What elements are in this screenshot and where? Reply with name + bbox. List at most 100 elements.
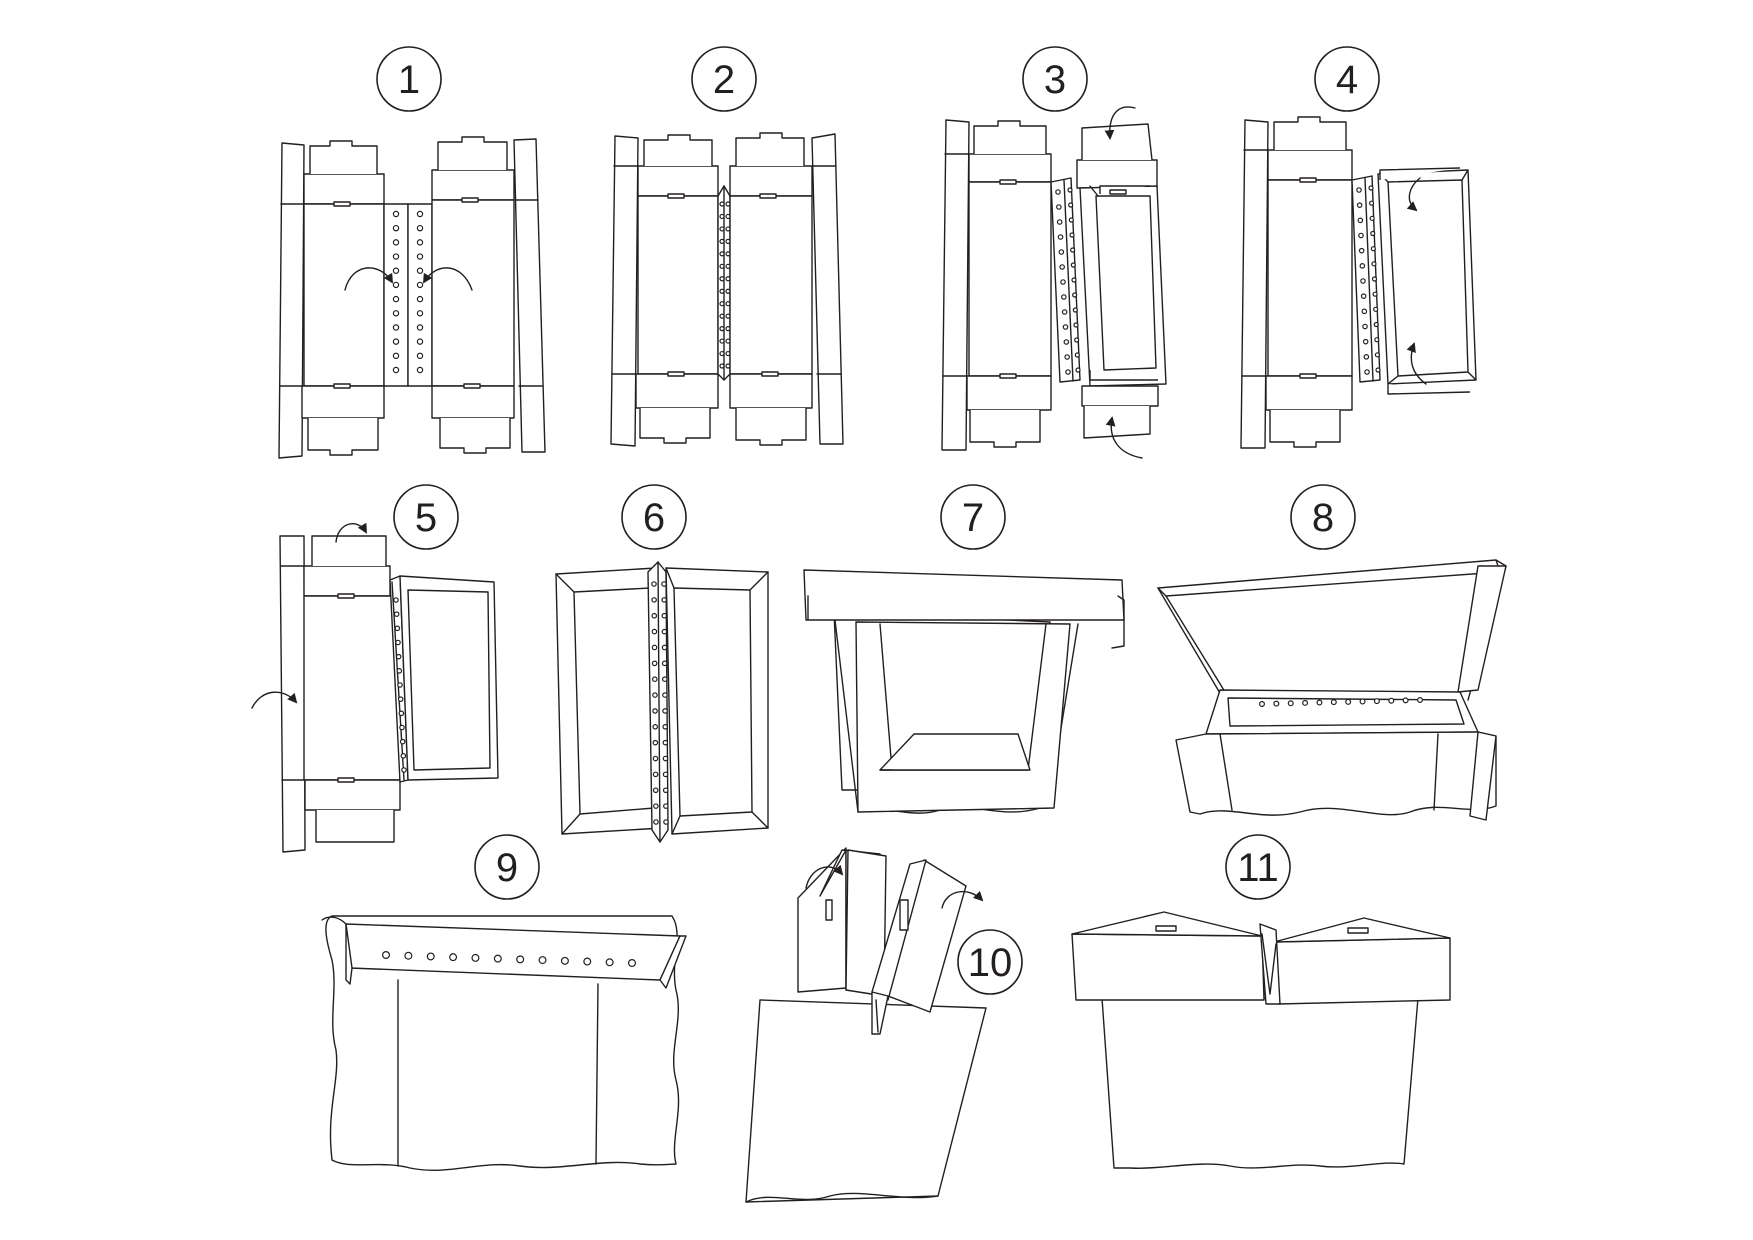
perforation-hole (396, 668, 403, 674)
perforation-hole (1356, 202, 1363, 208)
perforation-hole (652, 708, 658, 714)
perforation-hole (652, 692, 658, 698)
step-number: 10 (968, 941, 1013, 985)
step-badge-9: 9 (474, 834, 540, 900)
perforation-hole (719, 251, 725, 257)
perforation-hole (1374, 352, 1381, 358)
perforation-hole (662, 755, 669, 762)
perforation-hole (392, 352, 400, 360)
perforation-hole (1068, 217, 1074, 223)
step-badge-10: 10 (957, 929, 1023, 995)
perforation-hole (719, 276, 725, 282)
perforation-hole (1056, 204, 1062, 210)
step-3-illustration (941, 106, 1167, 459)
perforation-hole (493, 954, 502, 963)
perforation-hole (1067, 187, 1073, 193)
perforation-hole (1358, 232, 1364, 239)
step-number: 8 (1312, 496, 1334, 540)
perforation-hole (401, 767, 407, 773)
perforation-hole (1368, 200, 1375, 206)
perforation-hole (416, 352, 424, 360)
perforation-hole (416, 239, 424, 246)
perforation-hole (393, 611, 400, 617)
step-badge-circle (1314, 46, 1380, 112)
perforation-hole (725, 226, 731, 232)
perforation-hole (416, 324, 424, 331)
perforation-hole (1060, 279, 1066, 285)
perforation-hole (1370, 246, 1376, 252)
perforation-hole (1062, 324, 1069, 330)
perforation-hole (1345, 698, 1352, 705)
perforation-hole (719, 313, 725, 319)
perforation-hole (426, 952, 435, 961)
perforation-hole (1061, 309, 1068, 315)
perforation-hole (719, 350, 725, 357)
step-badge-circle (393, 484, 459, 550)
perforation-hole (1374, 337, 1380, 343)
perforation-hole (392, 366, 400, 374)
perforation-hole (394, 625, 401, 632)
perforation-hole (652, 755, 659, 762)
perforation-hole (1371, 276, 1378, 282)
perforation-hole (1359, 698, 1366, 705)
perforation-hole (395, 639, 401, 646)
perforation-hole (661, 612, 668, 619)
perforation-hole (392, 338, 400, 345)
step-number: 4 (1336, 58, 1358, 102)
perforation-hole (1370, 230, 1376, 237)
perforation-hole (399, 738, 406, 745)
step-badge-7: 7 (940, 484, 1006, 550)
perforation-hole (652, 723, 659, 730)
perforation-hole (725, 326, 731, 332)
perforation-hole (661, 628, 668, 635)
perforation-hole (1368, 185, 1374, 191)
perforation-hole (1375, 367, 1381, 373)
step-badge-circle (621, 484, 687, 550)
step-badge-8: 8 (1290, 484, 1356, 550)
step-badge-circle (940, 484, 1006, 550)
perforation-hole (392, 324, 400, 331)
perforation-hole (719, 226, 725, 232)
perforation-hole (725, 201, 731, 207)
step-badge-1: 1 (376, 46, 442, 112)
perforation-hole (1075, 367, 1081, 373)
perforation-hole (1074, 352, 1080, 358)
step-6-illustration (555, 561, 769, 843)
perforation-hole (1402, 697, 1409, 704)
perforation-hole (651, 597, 657, 603)
step-1-illustration (278, 136, 546, 459)
perforation-hole (725, 251, 731, 257)
perforation-hole (416, 210, 424, 218)
perforation-hole (1055, 189, 1061, 195)
perforation-hole (1362, 323, 1368, 330)
perforation-hole (1065, 369, 1071, 375)
perforation-hole (661, 581, 667, 587)
perforation-hole (1359, 263, 1366, 269)
perforation-hole (719, 326, 725, 332)
perforation-hole (719, 263, 725, 269)
perforation-hole (725, 288, 731, 294)
perforation-hole (1360, 293, 1367, 299)
perforation-hole (395, 653, 402, 660)
perforation-hole (651, 628, 658, 635)
perforation-hole (1068, 202, 1074, 208)
perforation-hole (725, 313, 731, 319)
perforation-hole (560, 956, 569, 965)
perforation-hole (725, 276, 731, 282)
perforation-hole (392, 267, 400, 274)
perforation-hole (651, 644, 658, 651)
perforation-hole (661, 644, 668, 651)
perforation-hole (1373, 306, 1379, 312)
perforation-hole (1273, 700, 1280, 707)
perforation-hole (382, 950, 391, 959)
perforation-hole (1061, 294, 1067, 300)
perforation-hole (1074, 337, 1080, 343)
perforation-hole (651, 676, 658, 683)
perforation-hole (1372, 291, 1378, 297)
step-badge-5: 5 (393, 484, 459, 550)
perforation-hole (1364, 369, 1370, 375)
perforation-hole (725, 350, 731, 357)
perforation-hole (1059, 264, 1065, 270)
step-badge-3: 3 (1022, 46, 1088, 112)
step-number: 11 (1237, 846, 1279, 890)
